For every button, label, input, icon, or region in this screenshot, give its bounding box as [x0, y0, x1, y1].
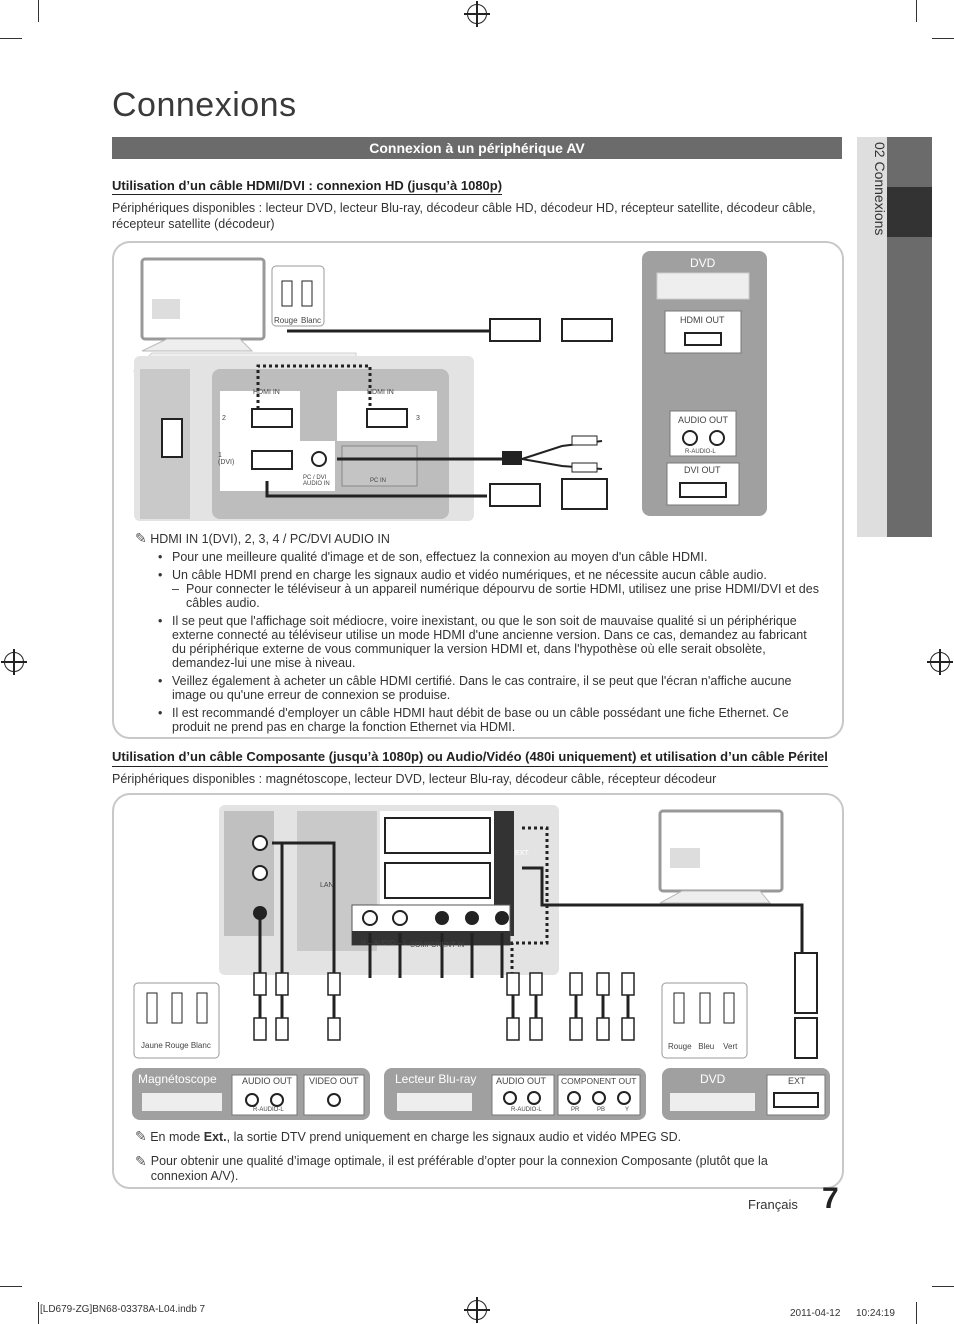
- side-tab-marker: [887, 187, 932, 237]
- hdmi-note-title-text: HDMI IN 1(DVI), 2, 3, 4 / PC/DVI AUDIO I…: [150, 532, 390, 546]
- registration-mark-icon: [4, 652, 24, 672]
- bullet-item: Veillez également à acheter un câble HDM…: [158, 674, 823, 702]
- bluray-label: Lecteur Blu-ray: [395, 1072, 476, 1086]
- r-audio-l-1-label: R-AUDIO-L: [253, 1107, 284, 1113]
- component-out-label: COMPONENT OUT: [561, 1076, 636, 1086]
- r-audio-l-label: R-AUDIO-L: [685, 449, 716, 455]
- component-note-1: ✎ En mode Ext., la sortie DTV prend uniq…: [135, 1129, 825, 1145]
- right-legend: Rouge Bleu Vert: [668, 1042, 737, 1051]
- audio-out-1-label: AUDIO OUT: [242, 1076, 292, 1086]
- crop-mark: [916, 0, 917, 22]
- port-1-label: 1 (DVI): [218, 452, 234, 466]
- pb-label: PB: [597, 1107, 605, 1113]
- hdmi-devices: Périphériques disponibles : lecteur DVD,…: [112, 200, 822, 232]
- component-heading: Utilisation d’un câble Composante (jusqu…: [112, 749, 828, 767]
- crop-mark: [932, 1286, 954, 1287]
- hdmi-out-label: HDMI OUT: [680, 315, 725, 325]
- note-1-pre: En mode: [150, 1130, 204, 1144]
- bullet-item: Il se peut que l'affichage soit médiocre…: [158, 614, 823, 670]
- dvd-ext-label: DVD: [700, 1072, 725, 1086]
- registration-mark-icon: [467, 1300, 487, 1320]
- sub-dash-item: Pour connecter le téléviseur à un appare…: [158, 582, 823, 610]
- note-2-text: Pour obtenir une qualité d’image optimal…: [151, 1154, 825, 1184]
- page-number: 7: [822, 1182, 839, 1216]
- component-devices: Périphériques disponibles : magnétoscope…: [112, 771, 822, 787]
- crop-mark: [38, 0, 39, 22]
- r-audio-l-tv-label: R – AUDIO – L: [361, 940, 407, 947]
- section-title: Connexion à un périphérique AV: [112, 137, 842, 159]
- crop-mark: [916, 1302, 917, 1324]
- note-pencil-icon: ✎: [135, 1128, 147, 1144]
- note-1-post: , la sortie DTV prend uniquement en char…: [227, 1130, 681, 1144]
- footer-date: 2011-04-12 10:24:19: [790, 1304, 895, 1319]
- bullet-item: Pour une meilleure qualité d'image et de…: [158, 550, 823, 564]
- bullet-item: Un câble HDMI prend en charge les signau…: [158, 568, 823, 582]
- magnetoscope-label: Magnétoscope: [138, 1072, 217, 1086]
- hdmi-bullets: Pour une meilleure qualité d'image et de…: [158, 550, 823, 738]
- note-pencil-icon: ✎: [135, 530, 147, 546]
- language-label: Français: [748, 1197, 798, 1212]
- pc-dvi-label: PC / DVI AUDIO IN: [303, 475, 330, 487]
- ext-port-label: EXT: [515, 850, 529, 857]
- crop-mark: [38, 1302, 39, 1324]
- ext-label: EXT: [788, 1076, 806, 1086]
- crop-mark: [0, 38, 22, 39]
- port-3-label: 3: [416, 415, 420, 422]
- hdmi-heading: Utilisation d’un câble HDMI/DVI : connex…: [112, 178, 842, 193]
- component-note-2: ✎ Pour obtenir une qualité d’image optim…: [135, 1154, 825, 1184]
- left-legend: Jaune Rouge Blanc: [141, 1041, 211, 1050]
- rouge-label: Rouge: [274, 316, 298, 325]
- blanc-label: Blanc: [301, 316, 321, 325]
- pc-in-label: PC IN: [370, 478, 386, 484]
- note-1-bold: Ext.: [204, 1130, 227, 1144]
- registration-mark-icon: [930, 652, 950, 672]
- crop-mark: [0, 1286, 22, 1287]
- hdmi-diagram: [112, 241, 842, 531]
- pr-label: PR: [571, 1107, 579, 1113]
- registration-mark-icon: [467, 4, 487, 24]
- note-pencil-icon: ✎: [135, 1154, 147, 1184]
- hdmi-heading-text: Utilisation d’un câble HDMI/DVI : connex…: [112, 178, 502, 195]
- r-audio-l-2-label: R-AUDIO-L: [511, 1107, 542, 1113]
- bullet-item: Il est recommandé d'employer un câble HD…: [158, 706, 823, 734]
- port-2-label: 2: [222, 415, 226, 422]
- lan-label: LAN: [320, 882, 334, 889]
- dvi-out-label: DVI OUT: [684, 465, 721, 475]
- hdmi-note-title: ✎ HDMI IN 1(DVI), 2, 3, 4 / PC/DVI AUDIO…: [135, 530, 390, 547]
- audio-out-2-label: AUDIO OUT: [496, 1076, 546, 1086]
- hdmi-in-2-label: HDMI IN: [253, 389, 280, 396]
- video-out-label: VIDEO OUT: [309, 1076, 359, 1086]
- dvd-label: DVD: [690, 256, 715, 270]
- component-in-label: COMPONENT IN: [410, 942, 464, 949]
- component-diagram: [112, 793, 842, 1133]
- page-title: Connexions: [112, 86, 297, 125]
- hdmi-in-3-label: HDMI IN: [367, 389, 394, 396]
- footer-file: [LD679-ZG]BN68-03378A-L04.indb 7: [40, 1304, 205, 1315]
- side-tab-label: 02 Connexions: [860, 142, 888, 402]
- y-label: Y: [625, 1107, 629, 1113]
- crop-mark: [932, 38, 954, 39]
- audio-out-label: AUDIO OUT: [678, 415, 728, 425]
